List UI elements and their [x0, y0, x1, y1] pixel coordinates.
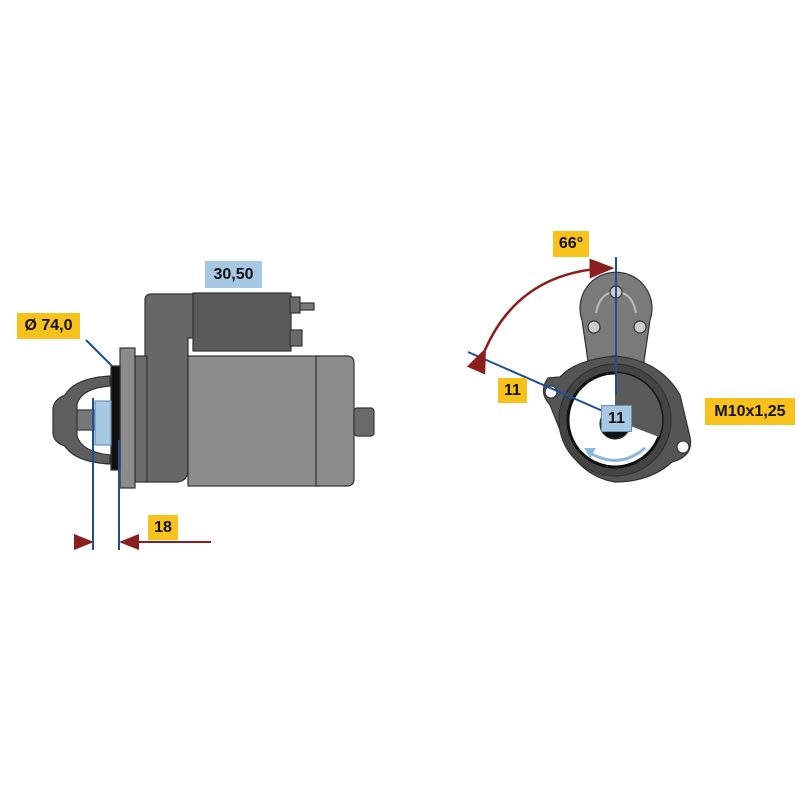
screw-icon — [633, 320, 647, 334]
terminal-lower — [289, 329, 303, 347]
drive-housing — [134, 355, 148, 483]
solenoid — [192, 292, 292, 352]
side-view — [52, 292, 375, 489]
mounting-flange — [119, 347, 136, 489]
thread-label: M10x1,25 — [705, 398, 795, 425]
screw-icon — [587, 320, 601, 334]
diameter-leader-line — [85, 339, 113, 367]
end-cap — [315, 355, 355, 487]
housing-hump — [144, 293, 196, 483]
rotation-arrowhead — [584, 448, 596, 458]
rear-stub — [353, 407, 375, 437]
front-view — [542, 271, 692, 483]
angle-label: 66° — [553, 231, 589, 257]
mount-hole — [676, 440, 690, 454]
motor-body — [187, 355, 319, 487]
angle-arc-arrow — [466, 258, 615, 375]
solenoid-dimension-label: 30,50 — [205, 261, 262, 288]
pinion-teeth-label: 11 — [601, 405, 632, 432]
diameter-label: Ø 74,0 — [17, 313, 80, 339]
terminal-upper — [289, 296, 301, 314]
rotation-arrow — [589, 446, 646, 462]
pinion — [94, 400, 112, 446]
terminal-stud — [299, 302, 315, 311]
offset-label: 18 — [148, 515, 178, 540]
teeth-label: 11 — [498, 378, 527, 403]
nose-bracket — [52, 375, 111, 465]
